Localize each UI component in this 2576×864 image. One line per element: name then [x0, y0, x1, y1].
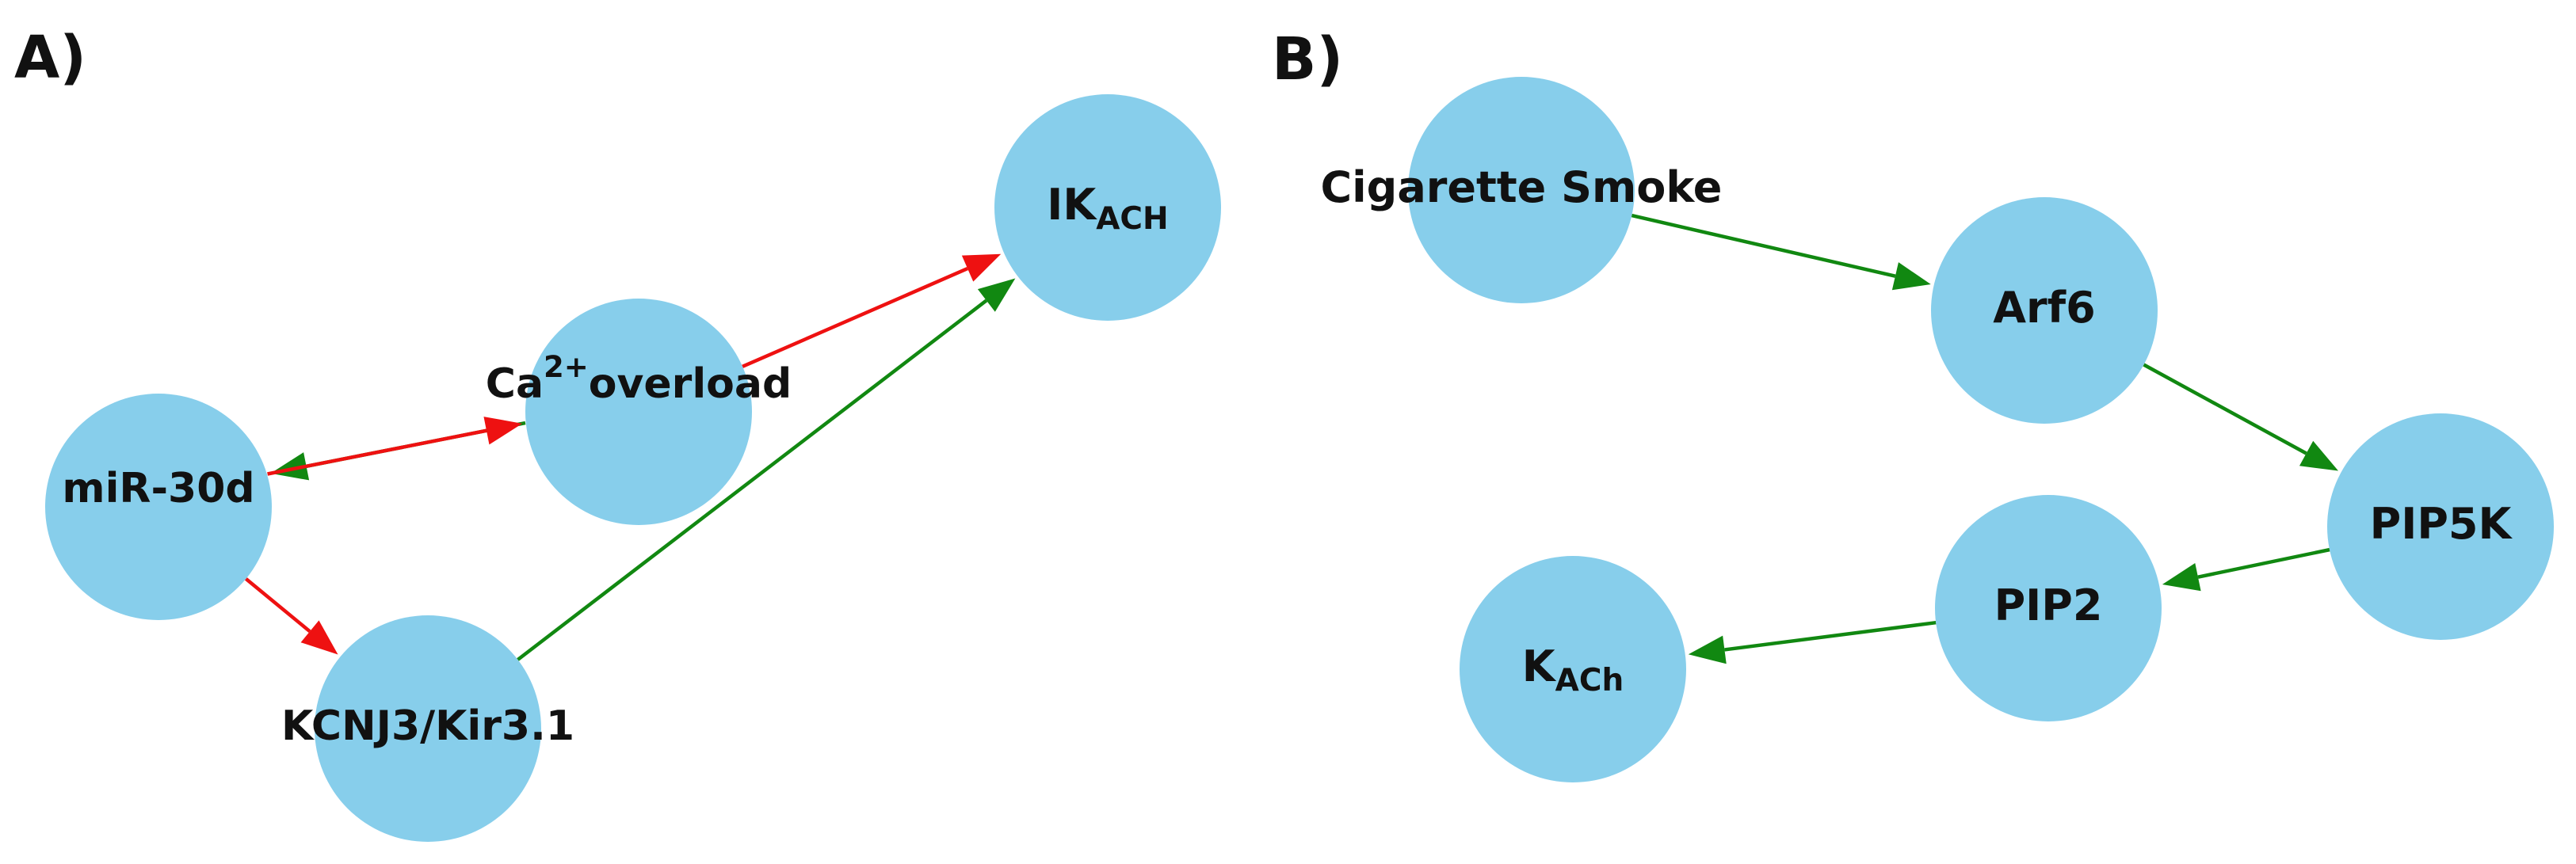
node-circle-pip2 — [1935, 495, 2162, 721]
node-label-main: Arf6 — [1993, 283, 2096, 333]
node-label-main: Cigarette Smoke — [1321, 162, 1723, 212]
node-label-arf6: Arf6 — [1993, 283, 2096, 333]
node-label-tail: overload — [589, 360, 792, 408]
edge-pip2-to-kach — [1724, 620, 1937, 652]
edge-kcnj3-to-ikach — [517, 299, 988, 661]
node-label-ca: Ca2+overload — [486, 350, 792, 409]
edge-pip5k-to-pip2 — [2197, 547, 2330, 579]
node-circle-pip5k — [2327, 413, 2554, 640]
node-label-smoke: Cigarette Smoke — [1321, 162, 1723, 212]
node-smoke: Cigarette Smoke — [1321, 77, 1723, 303]
node-label-main: IK — [1047, 180, 1097, 230]
arrowhead-mir30d-to-ca — [483, 417, 523, 445]
node-label-main: KCNJ3/Kir3.1 — [281, 702, 574, 750]
edge-mir30d-to-kcnj3 — [244, 577, 311, 634]
node-label-subscript: ACh — [1555, 663, 1624, 698]
node-ikach: IKACH — [994, 94, 1221, 321]
node-circle-mir30d — [45, 394, 272, 620]
arrowhead-ca-to-ikach — [961, 253, 1002, 282]
node-circle-ca — [525, 299, 752, 525]
node-circle-kcnj3 — [315, 615, 541, 842]
arrowhead-mir30d-to-kcnj3 — [300, 620, 338, 655]
edges-layer — [244, 213, 2338, 664]
arrowhead-pip5k-to-pip2 — [2162, 563, 2201, 592]
panel-a-label: A) — [14, 24, 86, 92]
node-label-mir30d: miR-30d — [62, 465, 254, 512]
arrowhead-ca-to-mir30d — [270, 452, 310, 481]
node-label-main: miR-30d — [62, 465, 254, 512]
node-kcnj3: KCNJ3/Kir3.1 — [281, 615, 574, 842]
node-circle-arf6 — [1931, 197, 2158, 424]
node-circle-ikach — [994, 94, 1221, 321]
arrowhead-arf6-to-pip5k — [2299, 440, 2338, 471]
panel-b-label: B) — [1272, 25, 1343, 93]
node-label-kcnj3: KCNJ3/Kir3.1 — [281, 702, 574, 750]
node-label-ikach: IKACH — [1047, 180, 1168, 237]
edge-arf6-to-pip5k — [2143, 363, 2307, 455]
node-circle-kach — [1460, 556, 1686, 782]
arrowhead-smoke-to-arf6 — [1891, 262, 1931, 291]
node-kach: KACh — [1460, 556, 1686, 782]
arrowhead-pip2-to-kach — [1688, 635, 1727, 664]
node-mir30d: miR-30d — [45, 394, 272, 620]
node-label-pip2: PIP2 — [1994, 580, 2103, 630]
node-ca: Ca2+overload — [486, 299, 792, 525]
edge-ca-to-ikach — [742, 267, 968, 368]
node-label-kach: KACh — [1522, 641, 1624, 698]
node-label-main: PIP2 — [1994, 580, 2103, 630]
node-label-pip5k: PIP5K — [2370, 499, 2513, 549]
arrowhead-kcnj3-to-ikach — [977, 278, 1016, 312]
edge-mir30d-to-ca — [267, 428, 487, 476]
node-circle-smoke — [1408, 77, 1635, 303]
node-label-subscript: ACH — [1096, 201, 1168, 237]
edge-smoke-to-arf6 — [1631, 213, 1896, 278]
node-label-main: Ca — [486, 360, 544, 408]
node-label-main: K — [1522, 641, 1557, 691]
node-pip2: PIP2 — [1935, 495, 2162, 721]
node-label-superscript: 2+ — [544, 350, 589, 384]
node-pip5k: PIP5K — [2327, 413, 2554, 640]
node-arf6: Arf6 — [1931, 197, 2158, 424]
node-label-main: PIP5K — [2370, 499, 2513, 549]
